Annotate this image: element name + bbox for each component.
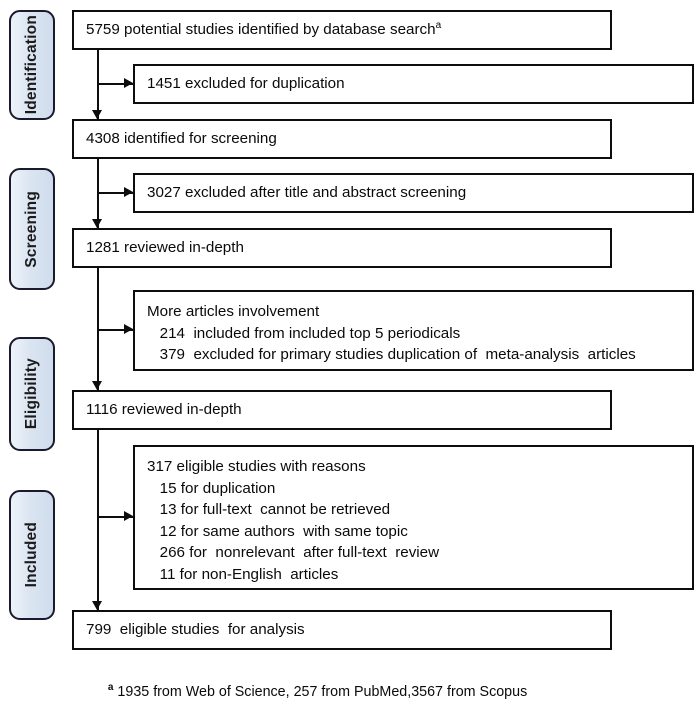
connector-vertical-line	[96, 159, 100, 228]
superscript-marker: a	[435, 20, 442, 32]
connector-vertical-line	[96, 268, 100, 390]
flow-box-more-articles-involvement-text: More articles involvement 214 included f…	[147, 303, 636, 363]
flow-box-more-articles-involvement: More articles involvement 214 included f…	[133, 290, 694, 371]
arrowhead-down-icon	[92, 380, 103, 390]
flow-box-eligible-studies-with-reasons: 317 eligible studies with reasons 15 for…	[133, 445, 694, 590]
flow-box-excluded-for-duplication-text: 1451 excluded for duplication	[147, 75, 345, 93]
flow-box-excluded-for-duplication: 1451 excluded for duplication	[133, 64, 694, 104]
prisma-flow-diagram: Identification Screening Eligibility Inc…	[9, 10, 694, 700]
connector-horizontal-line	[98, 515, 133, 519]
flow-box-eligible-studies-for-analysis-text: 799 eligible studies for analysis	[86, 621, 305, 639]
stage-tab-included-label: Included	[23, 522, 40, 588]
flow-box-reviewed-in-depth-1281: 1281 reviewed in-depth	[72, 228, 612, 268]
footnote-marker: a	[107, 682, 114, 694]
stage-tab-identification: Identification	[9, 10, 55, 120]
flow-box-reviewed-in-depth-1116-text: 1116 reviewed in-depth	[86, 401, 242, 419]
connector-horizontal-line	[98, 82, 133, 86]
flow-box-identified-for-screening: 4308 identified for screening	[72, 119, 612, 159]
stage-tab-eligibility-label: Eligibility	[23, 358, 40, 430]
flow-box-identified-by-database-search: 5759 potential studies identified by dat…	[72, 10, 612, 50]
flow-box-reviewed-in-depth-1281-text: 1281 reviewed in-depth	[86, 239, 244, 257]
stage-tab-included: Included	[9, 490, 55, 620]
connector-horizontal-line	[98, 191, 133, 195]
arrowhead-right-icon	[123, 78, 133, 89]
connector-vertical-line	[96, 430, 100, 610]
footnote-text: 1935 from Web of Science, 257 from PubMe…	[113, 684, 528, 700]
connector-horizontal-line	[98, 328, 133, 332]
arrowhead-down-icon	[92, 218, 103, 228]
stage-tab-identification-label: Identification	[23, 15, 40, 115]
flow-box-excluded-after-title-abstract-screening: 3027 excluded after title and abstract s…	[133, 173, 694, 213]
arrowhead-right-icon	[123, 187, 133, 198]
connector-vertical-line	[96, 50, 100, 119]
flow-box-eligible-studies-for-analysis: 799 eligible studies for analysis	[72, 610, 612, 650]
arrowhead-right-icon	[123, 511, 133, 522]
arrowhead-down-icon	[92, 600, 103, 610]
flow-box-excluded-after-title-abstract-screening-text: 3027 excluded after title and abstract s…	[147, 184, 467, 202]
flow-box-reviewed-in-depth-1116: 1116 reviewed in-depth	[72, 390, 612, 430]
stage-tab-screening-label: Screening	[23, 190, 40, 268]
footnote-database-sources: a 1935 from Web of Science, 257 from Pub…	[92, 668, 527, 716]
stage-tab-eligibility: Eligibility	[9, 337, 55, 451]
flow-box-identified-by-database-search-text: 5759 potential studies identified by dat…	[86, 20, 442, 39]
arrowhead-right-icon	[123, 324, 133, 335]
arrowhead-down-icon	[92, 109, 103, 119]
stage-tab-screening: Screening	[9, 168, 55, 290]
flow-box-identified-for-screening-text: 4308 identified for screening	[86, 130, 277, 148]
flow-box-eligible-studies-with-reasons-text: 317 eligible studies with reasons 15 for…	[147, 458, 440, 583]
